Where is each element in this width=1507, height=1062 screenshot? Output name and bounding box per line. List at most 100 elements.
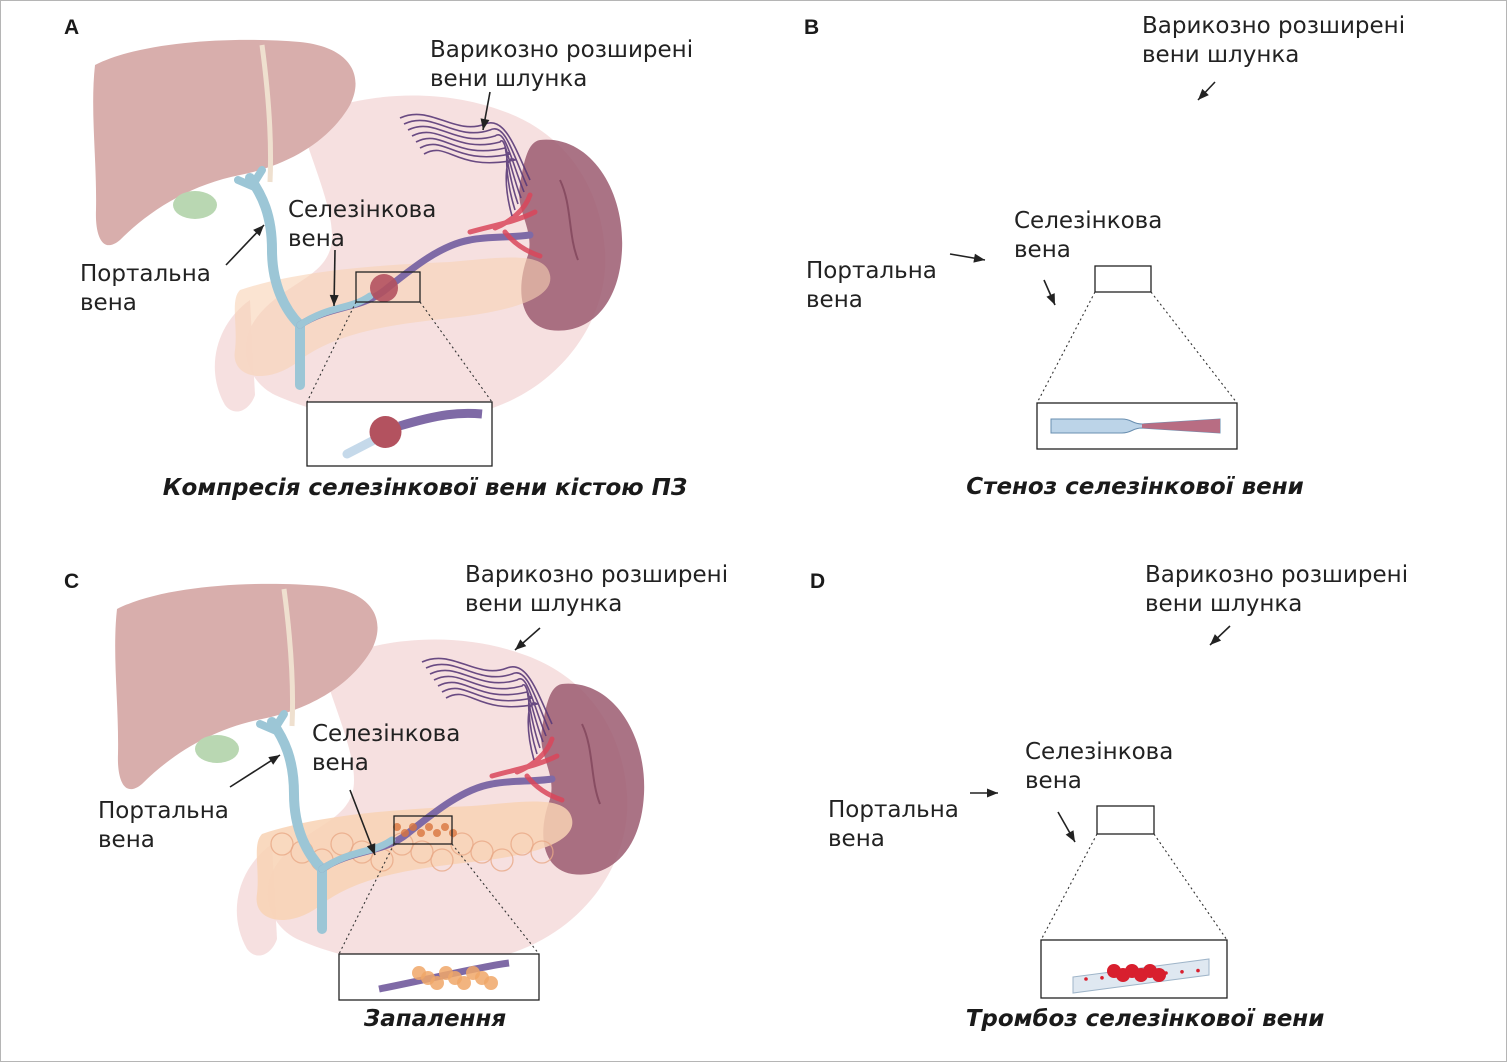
- inset-blood-cell: [1148, 972, 1152, 976]
- inset-blood-cell: [1100, 976, 1104, 980]
- anatomy-illustration: [970, 625, 1231, 999]
- pancreas: [234, 257, 551, 377]
- zoom-line-right: [451, 843, 540, 955]
- label-portal-vein: Портальна вена: [98, 798, 229, 853]
- zoom-highlight-box: [355, 271, 421, 303]
- anatomy-illustration: [949, 81, 1238, 450]
- inset-vein-distal: [398, 408, 483, 431]
- inflammation-focus: [409, 823, 417, 831]
- label-splenic-vein: Селезінкова вена: [312, 721, 461, 776]
- inset-pseudocyst: [369, 416, 402, 448]
- portal-vein-branches: [234, 166, 266, 192]
- liver: [115, 583, 378, 790]
- liver: [93, 39, 356, 246]
- falciform-ligament: [259, 44, 274, 183]
- label-gastric-varices: Варикозно розширені вени шлунка: [1145, 562, 1409, 617]
- splenic-vein-pointer-arrow-head: [366, 843, 376, 855]
- zoom-line-right: [419, 301, 493, 403]
- label-splenic-vein: Селезінкова вена: [1014, 208, 1163, 263]
- organs-group: [115, 583, 645, 966]
- anatomy-illustration: [93, 39, 623, 467]
- portal-vein-pointer-arrow-head: [253, 225, 264, 237]
- pancreas-lobule: [530, 840, 554, 864]
- splenic-vein-pointer-arrow-head: [1065, 830, 1075, 842]
- zoom-line-left: [1040, 833, 1098, 941]
- pancreas-lobule: [410, 840, 434, 864]
- splenic-vein-pointer-arrow-head: [329, 294, 339, 306]
- pancreatic-pseudocyst: [370, 274, 398, 302]
- label-gastric-varices: Варикозно розширені вени шлунка: [1142, 13, 1406, 68]
- gallbladder: [195, 735, 239, 763]
- label-portal-vein: Портальна вена: [806, 258, 937, 313]
- zoom-line-left: [1036, 291, 1096, 404]
- label-portal-vein: Портальна вена: [80, 261, 211, 316]
- splenic-vein-pointer-arrow-head: [1046, 293, 1055, 305]
- zoom-line-left: [306, 301, 357, 403]
- label-portal-vein: Портальна вена: [828, 797, 959, 852]
- inset-blood-cell: [1084, 977, 1088, 981]
- spleen: [541, 683, 645, 875]
- inflammation-focus: [425, 823, 433, 831]
- inset-blood-cell: [1164, 971, 1168, 975]
- panel-d: D Варикозно розширені вени шлунка Селезі…: [740, 530, 1490, 1060]
- portal-vein-branches: [256, 710, 288, 736]
- pancreas-lobule: [510, 832, 534, 856]
- panel-b: B Варикозно розширені вени шлунка Селезі…: [740, 0, 1490, 530]
- pancreas-lobule: [430, 848, 454, 872]
- panel-letter: D: [810, 570, 826, 593]
- inset-blood-cell: [1180, 970, 1184, 974]
- panel-c: C Варикозно розширені вени шлунка Селезі…: [0, 530, 750, 1060]
- panel-caption: Компресія селезінкової вени кістою ПЗ: [162, 475, 688, 501]
- panel-letter: C: [64, 570, 80, 593]
- portal-vein-pointer-arrow-head: [268, 755, 280, 765]
- portal-vein: [245, 173, 305, 390]
- varices-pointer-arrow-head: [1210, 634, 1222, 645]
- falciform-ligament: [281, 588, 296, 727]
- zoom-highlight-box: [1096, 805, 1155, 835]
- inflammation-focus: [417, 829, 425, 837]
- zoom-highlight-box: [393, 815, 453, 845]
- panel-a: A Варикозно розширені вени шлунка Селезі…: [0, 0, 750, 530]
- panel-letter: A: [64, 16, 80, 39]
- spleen-hilum-line: [559, 179, 579, 261]
- splenic-artery: [467, 192, 543, 259]
- organs-group: [93, 39, 623, 422]
- inflammation-focus: [393, 823, 401, 831]
- inflammation-focus: [441, 823, 449, 831]
- inset-inflamed-tissue: [457, 976, 471, 990]
- varices-pointer-arrow-head: [515, 639, 527, 650]
- label-gastric-varices: Варикозно розширені вени шлунка: [430, 37, 694, 92]
- inset-thrombus: [1152, 968, 1166, 982]
- portal-vein-pointer-arrow-head: [987, 788, 998, 798]
- inflammation-focus: [401, 829, 409, 837]
- anatomy-illustration: [115, 583, 645, 1001]
- zoom-line-right: [1150, 291, 1238, 404]
- spleen-hilum-line: [581, 723, 601, 805]
- splenic-artery: [489, 736, 565, 803]
- spleen: [519, 139, 623, 331]
- gallbladder: [173, 191, 217, 219]
- inset-inflamed-tissue: [430, 976, 444, 990]
- splenic-vein-proximal: [318, 836, 396, 873]
- inflammation-focus: [449, 829, 457, 837]
- splenic-vein-proximal: [296, 292, 374, 329]
- inflammation-focus: [433, 829, 441, 837]
- label-splenic-vein: Селезінкова вена: [288, 197, 437, 252]
- label-gastric-varices: Варикозно розширені вени шлунка: [465, 562, 729, 617]
- inset-blood-cell: [1132, 973, 1136, 978]
- portal-vein-pointer-arrow-head: [973, 253, 985, 263]
- pancreas-lobule: [270, 832, 294, 856]
- zoom-line-right: [1153, 833, 1228, 941]
- pancreas-lobule: [470, 840, 494, 864]
- zoom-highlight-box: [1094, 265, 1152, 293]
- inset-stenosed-vein-distal: [1142, 419, 1220, 433]
- splenic-vein-pointer-arrow: [349, 789, 376, 856]
- inset-blood-cell: [1196, 968, 1200, 973]
- pancreas-lobule: [490, 848, 514, 872]
- label-splenic-vein: Селезінкова вена: [1025, 739, 1174, 794]
- panel-letter: B: [804, 16, 820, 39]
- varices-pointer-arrow-head: [480, 118, 490, 130]
- varices-pointer-arrow-head: [1198, 88, 1209, 100]
- inset-blood-cell: [1116, 974, 1120, 979]
- panel-caption: Тромбоз селезінкової вени: [965, 1006, 1325, 1032]
